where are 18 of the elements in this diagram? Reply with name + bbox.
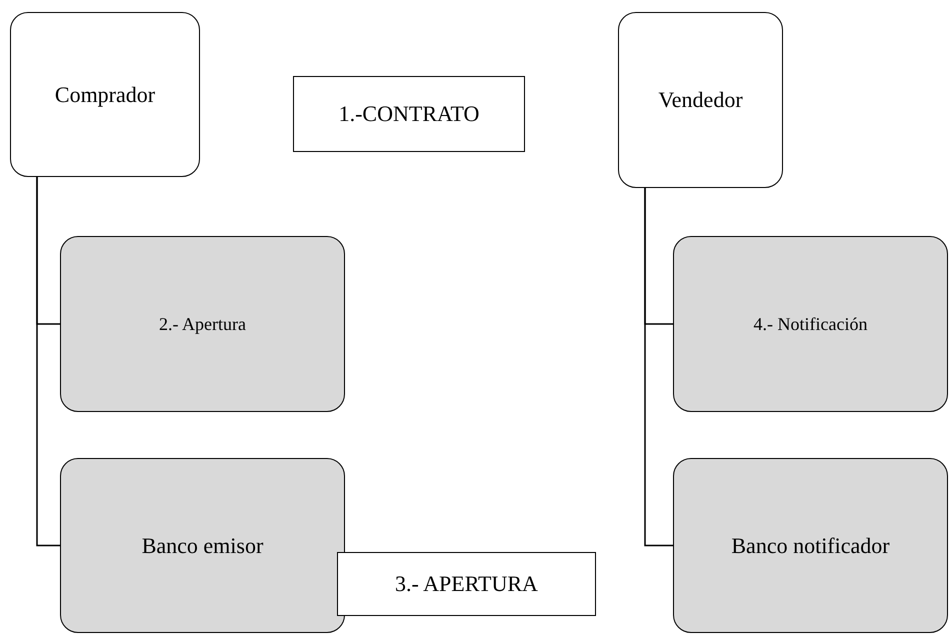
node-label: 3.- APERTURA <box>395 571 538 597</box>
node-label: 4.- Notificación <box>754 314 868 334</box>
node-label: Vendedor <box>658 87 743 113</box>
node-label: 2.- Apertura <box>159 314 246 334</box>
step-box <box>293 76 525 152</box>
party-box <box>10 12 200 177</box>
process-box <box>673 236 948 412</box>
connector-line <box>36 177 60 546</box>
node-label: Banco notificador <box>731 532 890 558</box>
node-label: Comprador <box>54 82 156 108</box>
connector-line <box>644 188 673 546</box>
process-box <box>673 458 948 633</box>
node-label: 1.-CONTRATO <box>338 101 480 127</box>
process-box <box>60 458 345 633</box>
step-box <box>337 552 596 616</box>
process-box <box>60 236 345 412</box>
node-label: Banco emisor <box>142 532 264 558</box>
party-box <box>618 12 783 188</box>
